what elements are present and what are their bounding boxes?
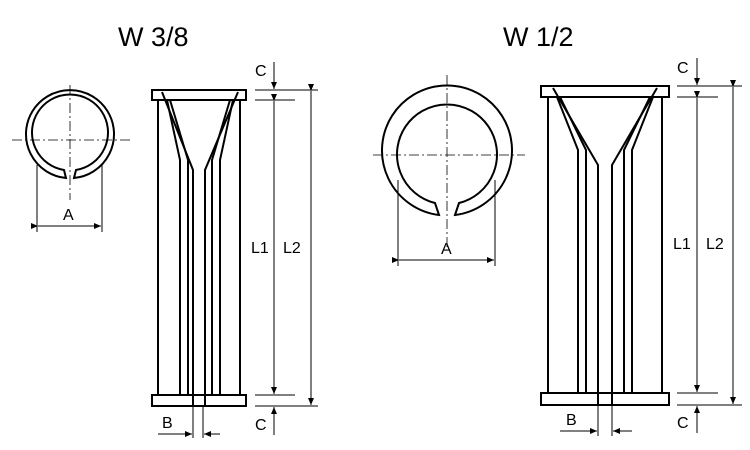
sleeve-w12: B C C L1 L2	[540, 58, 742, 436]
dim-c-bottom-right: C	[677, 415, 689, 432]
dim-a-left: A	[63, 207, 74, 224]
dim-l1-right: L1	[673, 236, 691, 253]
title-w12: W 1/2	[503, 22, 574, 52]
dim-c-bottom-left: C	[255, 417, 267, 434]
dim-a-right: A	[441, 241, 452, 258]
dim-b-right: B	[566, 412, 577, 429]
ring-w38: A	[12, 85, 130, 232]
dim-c-top-left: C	[255, 63, 267, 80]
dim-l2-left: L2	[283, 240, 301, 257]
dim-l1-left: L1	[251, 240, 269, 257]
dim-c-top-right: C	[677, 60, 689, 77]
sleeve-w38: B C C L1 L2	[151, 62, 318, 438]
dim-l2-right: L2	[706, 236, 724, 253]
dim-b-left: B	[162, 415, 173, 432]
title-w38: W 3/8	[118, 22, 189, 52]
ring-w12: A	[373, 75, 525, 266]
